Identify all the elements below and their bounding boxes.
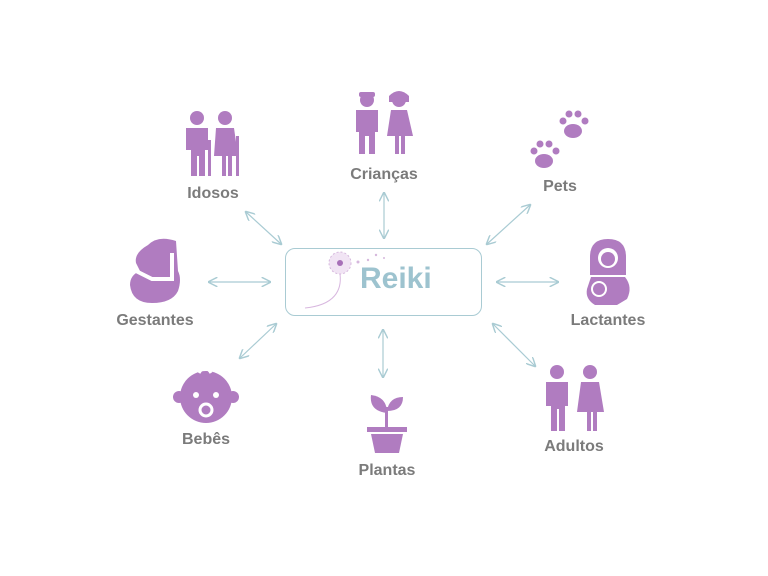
potted-plant-icon bbox=[367, 395, 407, 453]
children-icon bbox=[356, 91, 413, 154]
label-bebes: Bebês bbox=[181, 431, 231, 448]
arrow-pets bbox=[487, 205, 530, 244]
elderly-couple-icon bbox=[186, 111, 239, 176]
breastfeeding-icon bbox=[586, 239, 630, 305]
paw-prints-icon bbox=[530, 110, 589, 168]
arrow-idosos bbox=[246, 212, 281, 244]
label-adultos: Adultos bbox=[544, 438, 604, 455]
adults-icon bbox=[546, 365, 604, 431]
arrow-adultos bbox=[493, 324, 535, 366]
label-lactantes: Lactantes bbox=[570, 312, 646, 329]
label-gestantes: Gestantes bbox=[116, 312, 194, 329]
label-pets: Pets bbox=[543, 178, 577, 195]
dandelion-logo-icon bbox=[304, 251, 385, 309]
reiki-center-box bbox=[285, 248, 482, 316]
arrow-bebes bbox=[240, 324, 276, 358]
reiki-title: Reiki bbox=[360, 262, 432, 295]
label-plantas: Plantas bbox=[358, 462, 416, 479]
pregnant-woman-icon bbox=[130, 238, 180, 303]
label-criancas: Crianças bbox=[350, 166, 418, 183]
baby-face-icon bbox=[173, 366, 239, 423]
label-idosos: Idosos bbox=[187, 185, 239, 202]
